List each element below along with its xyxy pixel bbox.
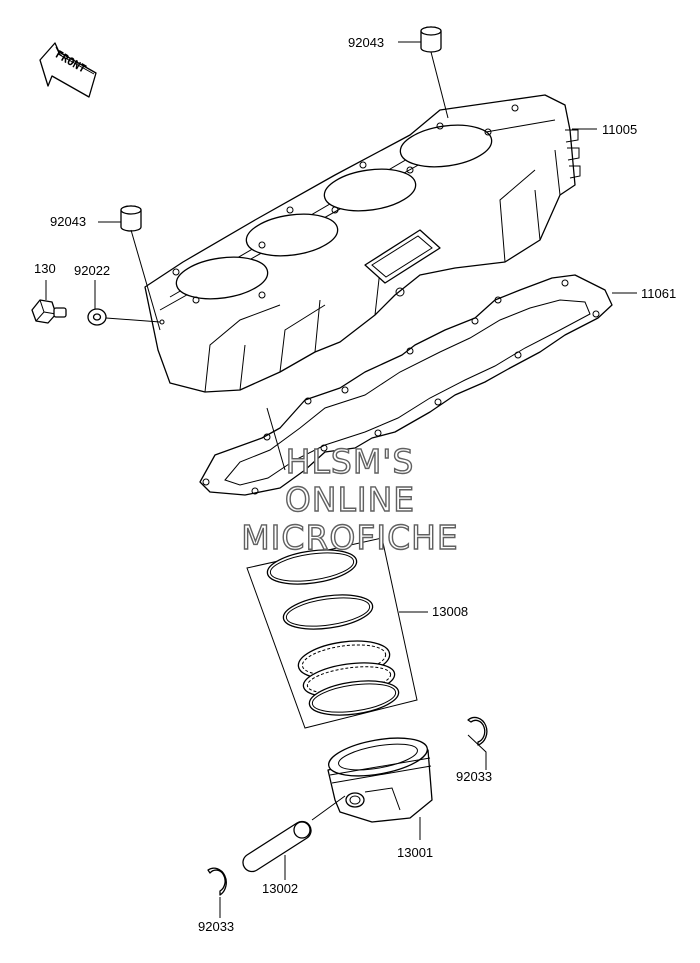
callout-92033-left[interactable]: 92033 [198, 919, 235, 934]
callout-92043-top[interactable]: 92043 [348, 35, 385, 50]
callout-11061[interactable]: 11061 [641, 286, 677, 301]
circlip-right[interactable] [467, 716, 488, 746]
dowel-pin-top[interactable] [420, 26, 442, 53]
callout-13001[interactable]: 13001 [397, 845, 434, 860]
callout-92043-left[interactable]: 92043 [50, 214, 87, 229]
callout-92022[interactable]: 92022 [74, 263, 111, 278]
washer[interactable] [87, 308, 107, 326]
callout-13008[interactable]: 13008 [432, 604, 469, 619]
watermark-line-1: HLSM'S [285, 442, 415, 481]
dowel-pin-left[interactable] [120, 205, 142, 232]
piston[interactable] [326, 732, 433, 823]
callout-92033-right[interactable]: 92033 [456, 769, 493, 784]
piston-ring-set[interactable] [246, 537, 418, 729]
callout-130[interactable]: 130 [34, 261, 56, 276]
leader-lines [45, 41, 637, 918]
piston-pin[interactable] [242, 820, 312, 873]
circlip-left[interactable] [207, 867, 227, 896]
callout-13002[interactable]: 13002 [262, 881, 299, 896]
bolt[interactable] [31, 299, 67, 324]
watermark-line-3: MICROFICHE [241, 518, 459, 557]
watermark-line-2: ONLINE [284, 480, 416, 519]
cylinder-gasket[interactable] [199, 274, 613, 496]
callout-11005[interactable]: 11005 [602, 122, 638, 137]
front-arrow-icon: FRONT [39, 42, 97, 98]
cylinder-block[interactable] [144, 94, 581, 393]
